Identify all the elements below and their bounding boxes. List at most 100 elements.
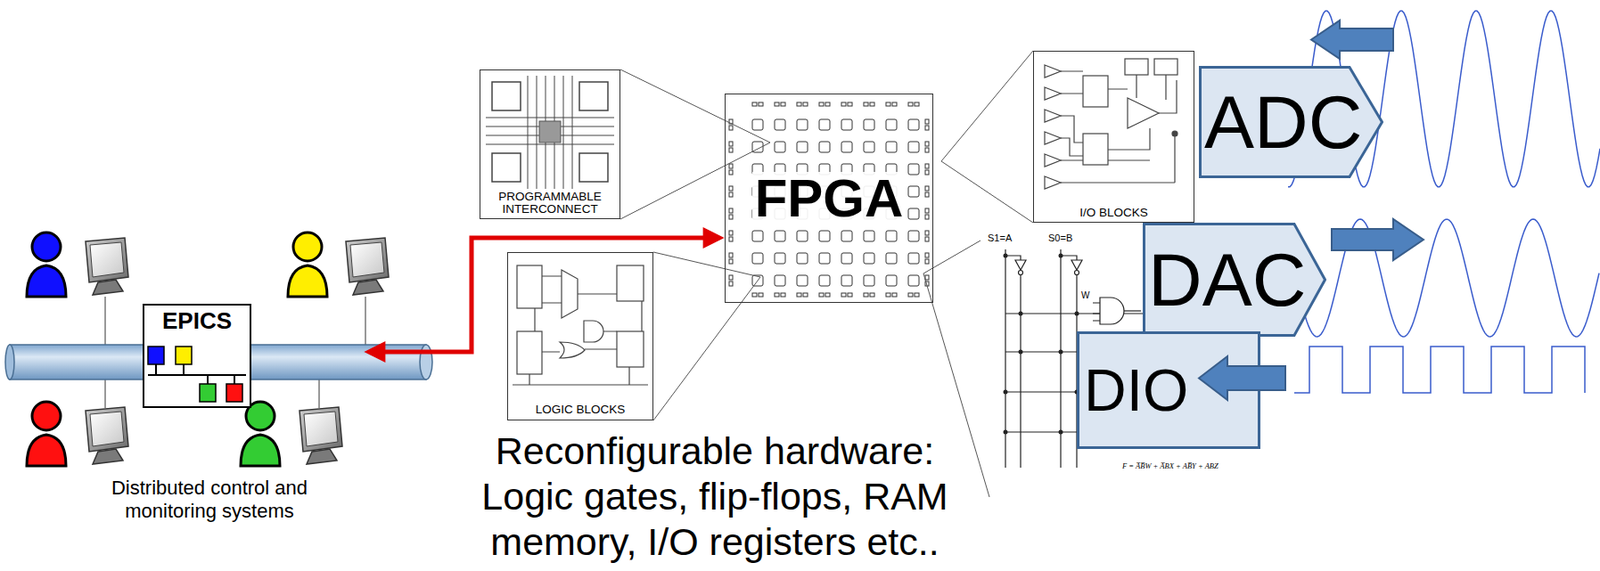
- chip-cells: [758, 102, 764, 107]
- logic-schematic: [1074, 311, 1080, 317]
- signal-name: S0=B: [1048, 233, 1073, 244]
- io-illustration: [1044, 65, 1061, 189]
- chip-cells: [925, 208, 929, 214]
- logic-schematic: [1074, 270, 1080, 276]
- chip-cells: [908, 230, 919, 242]
- chip-cells: [908, 253, 919, 264]
- chip-cells: [796, 253, 808, 264]
- logic-illustration: [516, 331, 542, 375]
- direction-arrow: [1311, 20, 1394, 59]
- logic-schematic: [1020, 275, 1077, 468]
- caption-text: Reconfigurable hardware: Logic gates, fl…: [456, 428, 974, 566]
- chip-cells: [774, 275, 786, 287]
- chip-cells: [908, 208, 919, 220]
- network-bus: [318, 379, 320, 409]
- logic-schematic: [1003, 390, 1009, 395]
- chip-cells: [819, 293, 824, 297]
- logic-schematic: [1018, 350, 1024, 355]
- network-bus: [364, 296, 367, 346]
- user-icons: [26, 232, 66, 297]
- chip-cells: [729, 275, 733, 280]
- chip-cells: [925, 170, 929, 175]
- chip-title: FPGA: [752, 172, 907, 226]
- logic-schematic: [1003, 430, 1009, 435]
- epics-interior: [199, 384, 216, 403]
- chip-cells: [819, 141, 830, 153]
- logic-schematic: [1005, 255, 1077, 261]
- bidirectional-link: [383, 237, 706, 353]
- chip-cells: [796, 102, 802, 107]
- chip-cells: [925, 119, 929, 124]
- logic-schematic: [1124, 310, 1141, 312]
- chip-cells: [796, 275, 808, 287]
- chip-cells: [908, 186, 919, 197]
- chip-cells: [752, 230, 764, 242]
- block-title: DIO: [1083, 361, 1189, 420]
- block-outline: [1078, 333, 1260, 449]
- chip-cells: [819, 230, 830, 242]
- panel-caption: LOGIC BLOCKS: [535, 403, 626, 417]
- block-title: DAC: [1148, 242, 1306, 318]
- epics-interior: [142, 303, 252, 409]
- io-illustration: [1083, 75, 1108, 107]
- chip-cells: [729, 253, 733, 258]
- user-icons: [26, 232, 389, 467]
- chip-cells: [886, 275, 897, 287]
- chip-cells: [886, 230, 897, 242]
- chip-cells: [752, 102, 757, 107]
- user-icons: [85, 407, 129, 465]
- signal-name: S1=A: [987, 233, 1012, 244]
- io-illustration: [1060, 71, 1175, 183]
- chip-cells: [908, 141, 919, 153]
- panel-caption: I/O BLOCKS: [1079, 206, 1149, 220]
- zoom-panel: LOGIC BLOCKS: [507, 252, 654, 421]
- chip-cells: [925, 230, 929, 236]
- chip-cells: [729, 170, 733, 175]
- chip-cells: [758, 293, 764, 297]
- chip-cells: [729, 186, 733, 191]
- io-illustration: [1172, 131, 1178, 137]
- zoom-line: [620, 69, 771, 220]
- chip-cells: [847, 102, 853, 107]
- chip-cells: [886, 141, 897, 153]
- region-caption: Distributed control and monitoring syste…: [80, 476, 339, 523]
- epics-interior: [142, 303, 252, 409]
- chip-cells: [841, 102, 846, 107]
- chip-cells: [796, 141, 808, 153]
- epics-interior: [206, 375, 209, 385]
- converter-block: ADC: [1198, 65, 1384, 179]
- chip-cells: [819, 119, 830, 131]
- chip-cells: [863, 119, 875, 131]
- chip-cells: [729, 230, 733, 236]
- chip-cells: [892, 102, 897, 107]
- logic-schematic: [1092, 303, 1100, 321]
- signal-waveform: [1294, 346, 1585, 394]
- zoom-line: [653, 252, 761, 421]
- logic-schematic: [1058, 254, 1064, 259]
- chip-cells: [729, 192, 733, 197]
- epics-interior: [147, 374, 247, 377]
- user-icons: [85, 237, 129, 296]
- chip-cells: [729, 164, 733, 169]
- chip-cells: [925, 259, 929, 264]
- logic-schematic: [1018, 270, 1024, 276]
- formula-text: F = A̅B̅W + A̅BX + AB̅Y + ABZ: [1122, 461, 1219, 471]
- interconnect-illustration: [485, 117, 615, 145]
- chip-cells: [841, 119, 853, 131]
- interconnect-illustration: [579, 82, 608, 111]
- network-bus: [104, 296, 107, 346]
- zoom-panel: PROGRAMMABLE INTERCONNECT: [479, 69, 621, 220]
- zoom-panel: I/O BLOCKS: [1033, 50, 1195, 223]
- network-bus: [5, 296, 433, 409]
- chip-cells: [914, 293, 919, 297]
- chip-cells: [803, 293, 808, 297]
- chip-cells: [841, 253, 853, 264]
- logic-illustration: [616, 331, 644, 368]
- chip-cells: [780, 293, 786, 297]
- network-region: Distributed control and monitoring syste…: [7, 222, 364, 531]
- user-icons: [240, 402, 280, 467]
- chip-cells: [729, 125, 733, 131]
- chip-cells: [729, 281, 733, 287]
- chip-cells: [925, 141, 929, 147]
- logic-schematic: [1099, 297, 1125, 325]
